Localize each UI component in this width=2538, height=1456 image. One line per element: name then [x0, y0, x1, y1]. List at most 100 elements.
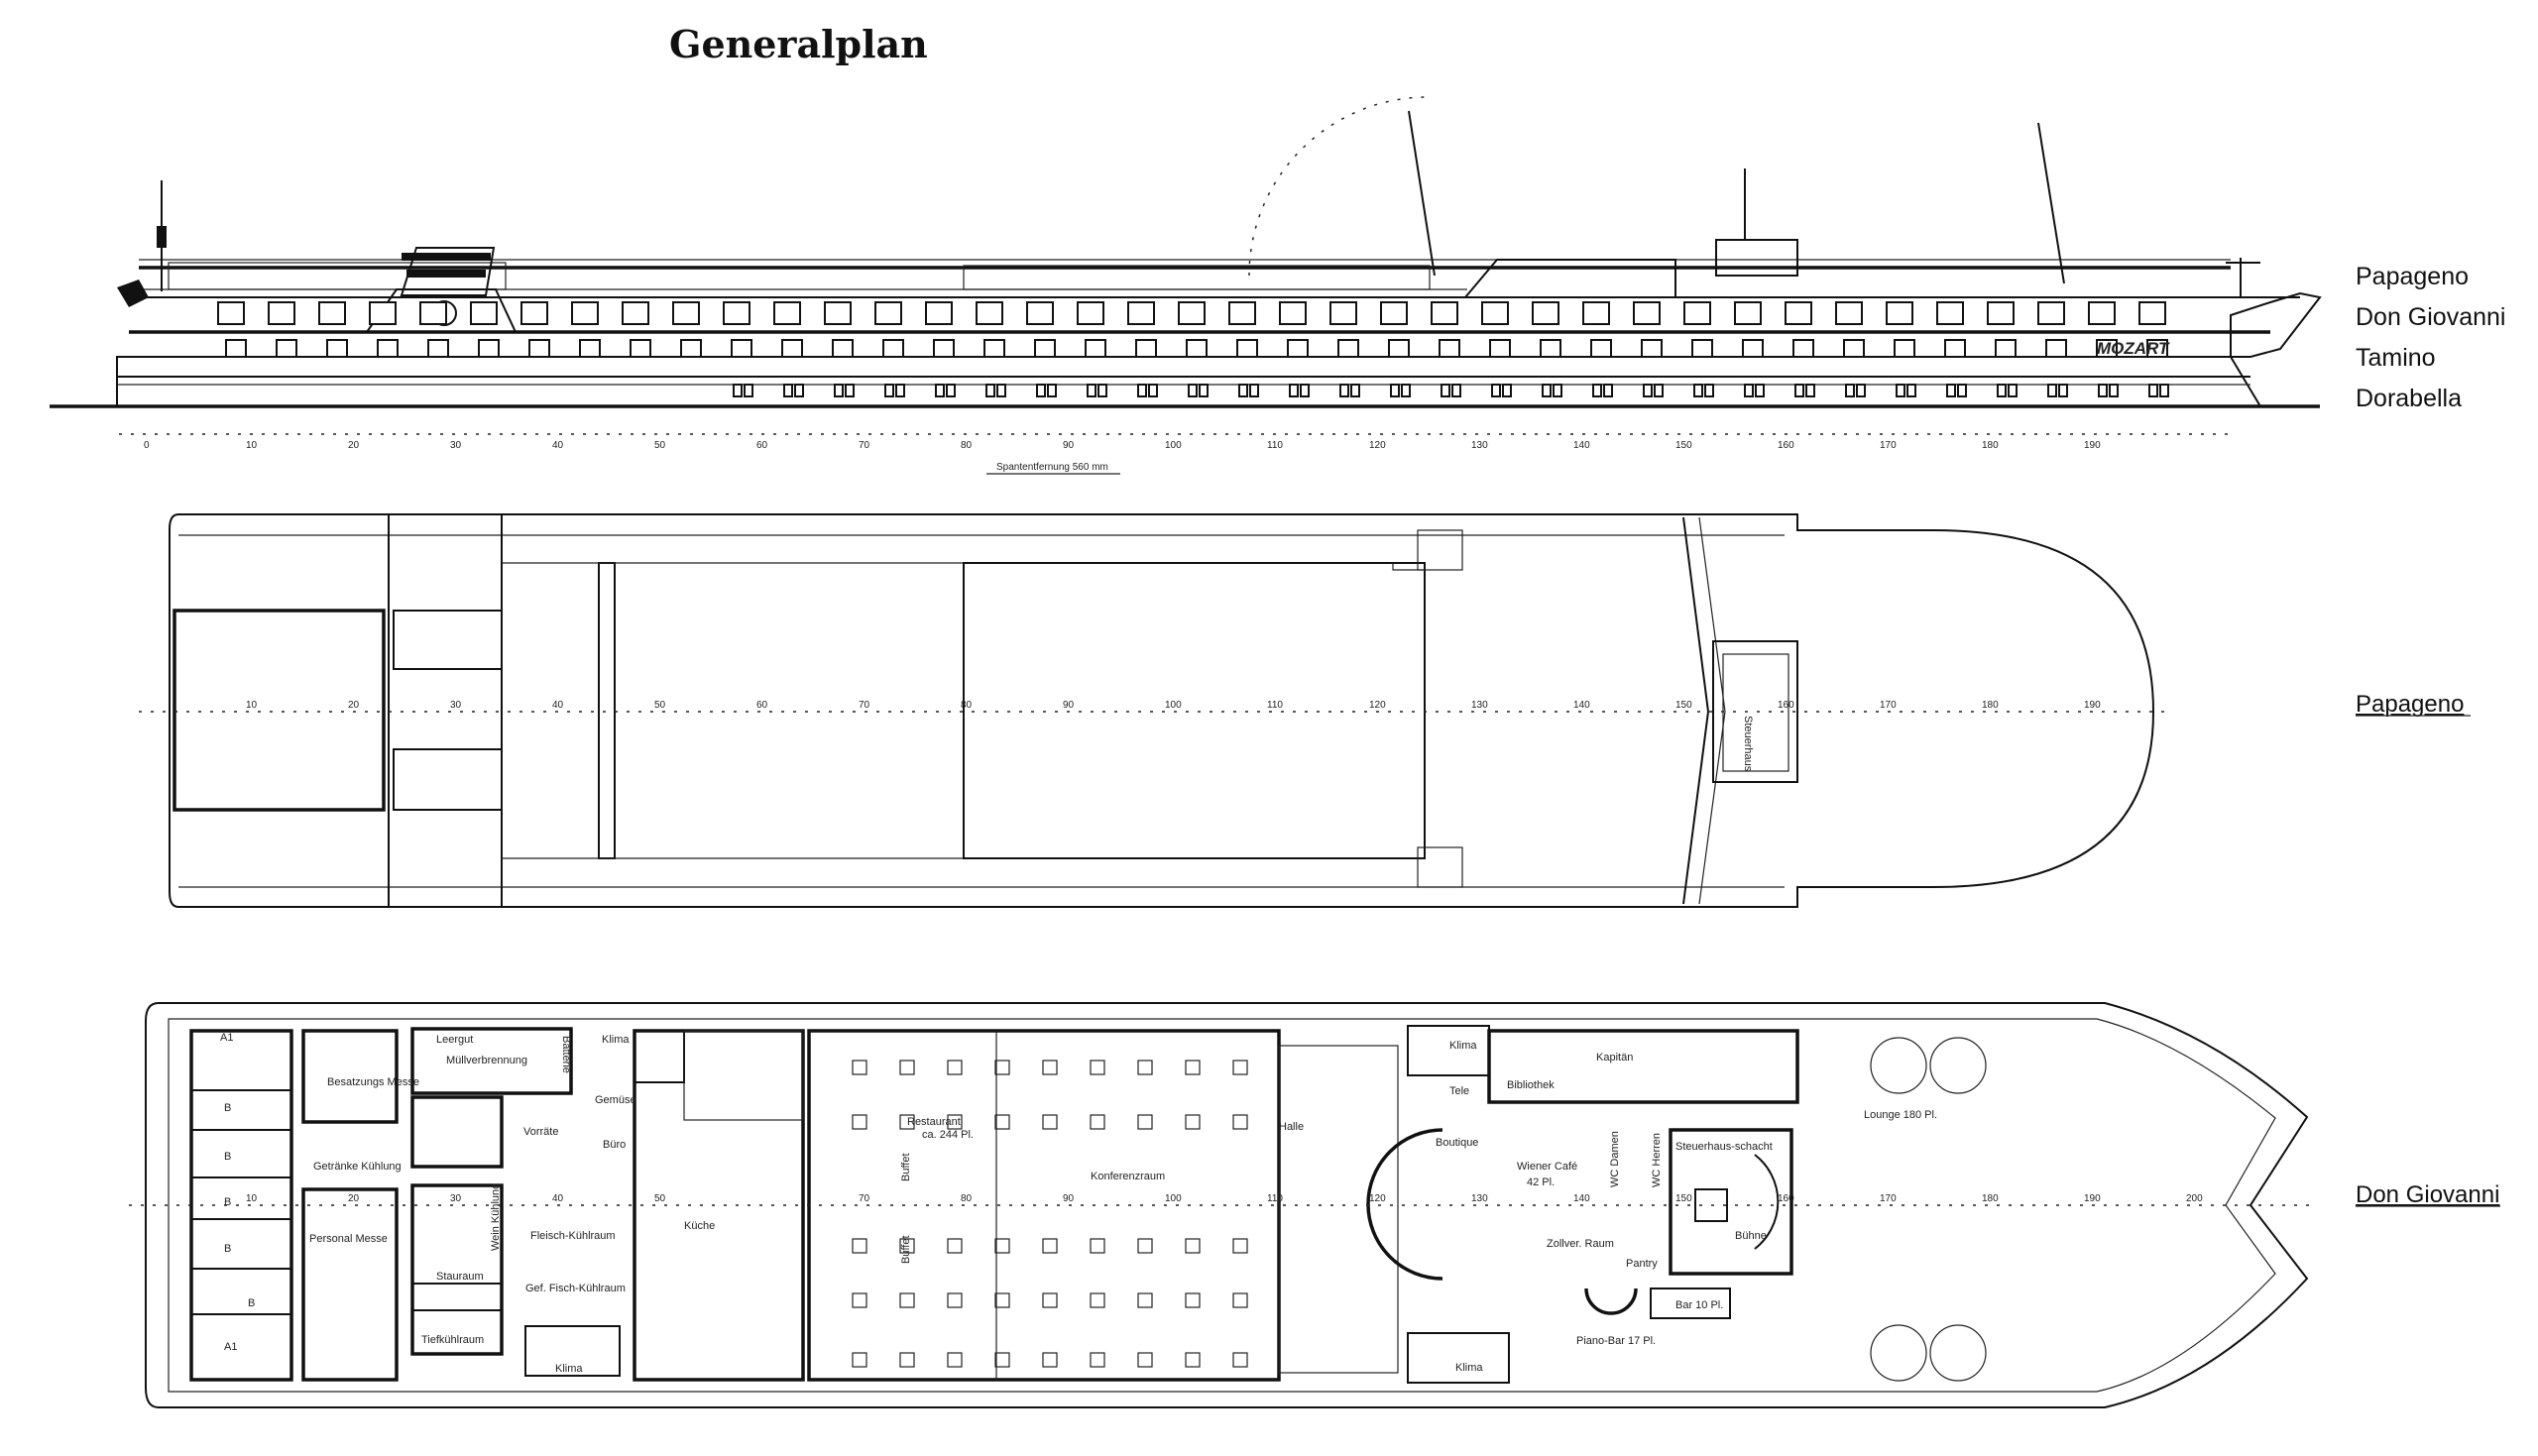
room-buffet-2: Buffet — [900, 1235, 912, 1264]
porthole — [935, 384, 945, 397]
porthole — [1957, 384, 1967, 397]
window — [1582, 301, 1610, 325]
frame-number: 160 — [1778, 1193, 1794, 1204]
room-aircon-4: Klima — [1455, 1362, 1483, 1374]
frame-number: 40 — [552, 1193, 564, 1204]
frame-number: 110 — [1267, 700, 1283, 711]
frame-number: 180 — [1982, 440, 1999, 451]
room-stage: Bühne — [1735, 1230, 1767, 1242]
porthole — [1502, 384, 1512, 397]
window — [976, 301, 1003, 325]
room-library: Bibliothek — [1507, 1079, 1555, 1091]
frame-number: 130 — [1471, 700, 1488, 711]
table — [1042, 1060, 1058, 1075]
frame-number: 190 — [2084, 1193, 2101, 1204]
profile-windows — [217, 301, 2169, 397]
room-boutique: Boutique — [1436, 1137, 1478, 1149]
window — [470, 301, 498, 325]
window — [377, 339, 399, 358]
room-wheelhouse: Steuerhaus — [1742, 716, 1754, 772]
porthole — [744, 384, 753, 397]
table — [1090, 1352, 1105, 1368]
frame-number: 110 — [1267, 440, 1283, 451]
table — [1232, 1292, 1248, 1308]
window — [2045, 339, 2067, 358]
room-storage: Stauraum — [436, 1271, 484, 1283]
frame-number: 10 — [246, 1193, 258, 1204]
frame-number: 190 — [2084, 440, 2101, 451]
porthole — [1441, 384, 1450, 397]
window — [1329, 301, 1357, 325]
ship-name-dorabella: Dorabella — [2356, 385, 2462, 412]
window — [1936, 301, 1964, 325]
porthole — [1946, 384, 1956, 397]
room-lounge: Lounge 180 Pl. — [1864, 1109, 1937, 1121]
frame-number: 50 — [654, 440, 666, 451]
window — [680, 339, 702, 358]
frame-number: 30 — [450, 1193, 462, 1204]
table — [1185, 1292, 1201, 1308]
window — [276, 339, 297, 358]
table — [994, 1114, 1010, 1130]
room-b-1: B — [224, 1102, 231, 1114]
porthole — [1856, 384, 1866, 397]
ship-name-don-giovanni: Don Giovanni — [2356, 303, 2505, 331]
window — [1186, 339, 1208, 358]
window — [1077, 301, 1104, 325]
porthole — [1704, 384, 1714, 397]
ship-name-tamino: Tamino — [2356, 344, 2436, 372]
porthole — [1350, 384, 1360, 397]
table — [1232, 1238, 1248, 1254]
frame-number: 100 — [1165, 1193, 1182, 1204]
room-wc-women: WC Damen — [1609, 1131, 1621, 1187]
window — [1734, 301, 1762, 325]
table — [1042, 1114, 1058, 1130]
frame-number: 40 — [552, 700, 564, 711]
frame-number: 190 — [2084, 700, 2101, 711]
window — [622, 301, 649, 325]
papageno-deck-outline — [169, 513, 2155, 908]
window — [1835, 301, 1863, 325]
porthole — [1654, 384, 1664, 397]
table — [947, 1060, 963, 1075]
window — [478, 339, 500, 358]
porthole — [794, 384, 804, 397]
porthole — [2008, 384, 2018, 397]
frame-number: 40 — [552, 440, 564, 451]
room-cafe: Wiener Café — [1517, 1161, 1577, 1173]
frame-number: 140 — [1573, 700, 1590, 711]
room-freezer: Tiefkühlraum — [421, 1334, 484, 1346]
frame-number: 150 — [1675, 440, 1692, 451]
table — [1137, 1352, 1153, 1368]
window — [1785, 301, 1812, 325]
porthole — [1087, 384, 1096, 397]
hull-ship-name: MOZART — [2097, 339, 2170, 358]
frame-number: 20 — [348, 700, 360, 711]
window — [1439, 339, 1460, 358]
porthole — [2148, 384, 2158, 397]
porthole — [1603, 384, 1613, 397]
frame-number: 150 — [1675, 1193, 1692, 1204]
table — [994, 1060, 1010, 1075]
table — [1137, 1292, 1153, 1308]
table — [1232, 1060, 1248, 1075]
window — [268, 301, 295, 325]
bridge — [1715, 239, 1798, 277]
frame-number: 140 — [1573, 1193, 1590, 1204]
frame-number: 130 — [1471, 1193, 1488, 1204]
table — [852, 1292, 867, 1308]
frame-number: 160 — [1778, 700, 1794, 711]
window — [1683, 301, 1711, 325]
room-restaurant: Restaurant — [907, 1116, 961, 1128]
room-office: Büro — [603, 1139, 626, 1151]
porthole — [1289, 384, 1299, 397]
frame-number: 10 — [246, 700, 258, 711]
frame-number: 150 — [1675, 700, 1692, 711]
window — [1894, 339, 1915, 358]
radar-mast — [2037, 122, 2065, 284]
room-b-3: B — [224, 1196, 231, 1208]
porthole — [1036, 384, 1046, 397]
frame-number: 170 — [1880, 700, 1897, 711]
